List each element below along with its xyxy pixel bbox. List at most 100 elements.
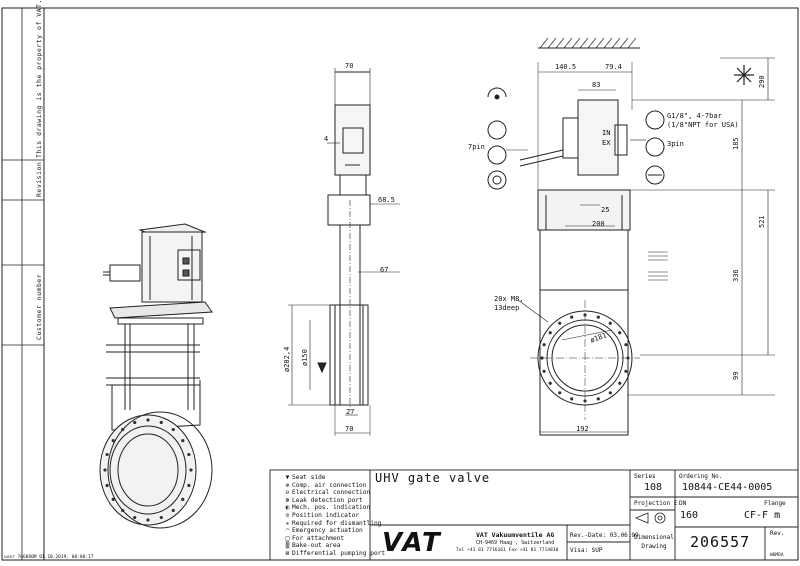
flange-value: CF-F m [744,510,781,521]
callout-3pin: 3pin [667,140,684,148]
bolt-hole [618,381,622,385]
callout-7pin: 7pin [468,143,485,151]
legend-label: Position indicator [292,512,360,519]
projection-label: Projection E [634,500,678,507]
bolt-hole [146,418,150,422]
bolt-hole [171,427,175,432]
bolt-hole [618,331,622,335]
legend-label: Mech. pos. indication [292,504,371,512]
dim-front-140-5: 140.5 [555,63,577,71]
drawing-title: UHV gate valve [375,471,491,485]
bolt-hole [121,427,125,432]
projection-symbol-icon [634,512,666,524]
dim-side-4: 4 [324,135,329,143]
bolt-hole [181,439,185,443]
bolt-hole [105,483,109,488]
bolt-hole [596,397,600,401]
company-name: VAT Vakuumventile AG [476,531,555,539]
side-view [288,68,400,436]
bolt-hole [133,515,137,520]
bolt-hole [542,369,546,373]
legend-item: ✳Required for dismantling [283,519,382,527]
dim-front-79-4: 79.4 [605,63,622,71]
bolt-hole [626,356,630,360]
dim-front-83: 83 [592,81,601,89]
bolt-hole [133,420,137,425]
bolt-hole [181,497,185,501]
bolt-hole [570,315,574,319]
bolt-hole [111,439,115,443]
legend-item: □For attachment [283,534,345,542]
bolt-hole [570,397,574,401]
dim-right-185: 185 [732,137,740,150]
legend-label: Bake-out area [292,542,341,550]
dim-side-68-5: 68.5 [378,196,395,204]
bolt-hole [596,315,600,319]
legend-symbol-icon: ⊙ [285,512,290,519]
dim-side-70-top: 70 [345,62,354,70]
legend-symbol-icon: ▼ [285,474,290,481]
legend-symbol-icon: ⊛ [285,496,290,504]
bolt-hole [583,399,587,403]
bolt-hole [624,369,628,373]
bolt-hole [159,420,163,425]
dim-side-70-bottom: 70 [345,425,354,433]
legend-label: Leak detection port [292,496,363,504]
legend-item: ⊙Position indicator [283,512,359,519]
dn-label: DN [679,500,687,507]
dim-right-521: 521 [758,215,766,228]
series-value: 108 [644,482,663,493]
bolt-hole [189,468,193,472]
bolt-hole [159,515,163,520]
bolt-hole [583,313,587,317]
legend-symbol-icon: ▒ [285,542,290,550]
user-footer: user 706880M 01.10.2019, 08:00:17 [4,555,94,560]
legend-symbol-icon: ✳ [285,519,290,527]
isometric-view [99,223,213,529]
legend-label: Comp. air connection [292,481,367,489]
legend-symbol-icon: ⊕ [285,481,290,489]
bolt-hole [624,343,628,347]
dim-front-192: 192 [576,425,589,433]
ordering-label: Ordering No. [679,473,723,480]
dn-value: 160 [680,510,699,521]
series-label: Series [634,473,656,480]
bolt-hole [171,508,175,513]
dim-front-25: 25 [601,206,610,214]
legend-label: For attachment [292,534,345,542]
front-flange-bolts [540,313,630,403]
drawing-number: 206557 [690,533,751,551]
legend-label: Electrical connection [292,489,371,497]
bolt-hole [103,468,107,472]
legend-label: Seat side [292,474,326,481]
legend-label: Emergency actuation [292,527,363,535]
bolt-hole [146,518,150,522]
customer-number-label: Customer number [35,273,43,340]
dimensional-drawing-label: Dimensional Drawing [634,534,674,550]
dim-right-336: 336 [732,269,740,282]
dim-side-dia-150: ø150 [301,349,309,366]
legend-item: ⊕Comp. air connection [283,482,367,489]
title-block-frame [269,469,799,561]
flange-label: Flange [764,500,786,507]
dim-right-99: 99 [732,371,740,380]
dim-side-67: 67 [380,266,389,274]
dim-front-200: 200 [592,220,605,228]
legend-item: ⊖Electrical connection [283,489,371,497]
bolt-hole [187,483,191,488]
callout-bolts: 20x M8, [494,295,524,303]
company-address: CH-9469 Haag , Switzerland [476,540,555,546]
legend-symbol-icon: ⊖ [285,489,290,497]
bolt-hole [121,508,125,513]
bolt-hole [111,497,115,501]
legend-symbol-icon: ⊠ [285,550,290,557]
company-phone: Tel +41 81 7716161 Fax +41 81 7714830 [456,548,559,553]
ordering-value: 10844-CE44-0005 [682,482,773,493]
legend-item: ▼Seat side [283,474,326,481]
legend-item: ▒Bake-out area [283,542,341,550]
bolt-hole [548,331,552,335]
corner-code: W6MDA [770,553,784,558]
bolt-hole [542,343,546,347]
bolt-hole [608,391,612,395]
bolt-hole [558,321,562,325]
